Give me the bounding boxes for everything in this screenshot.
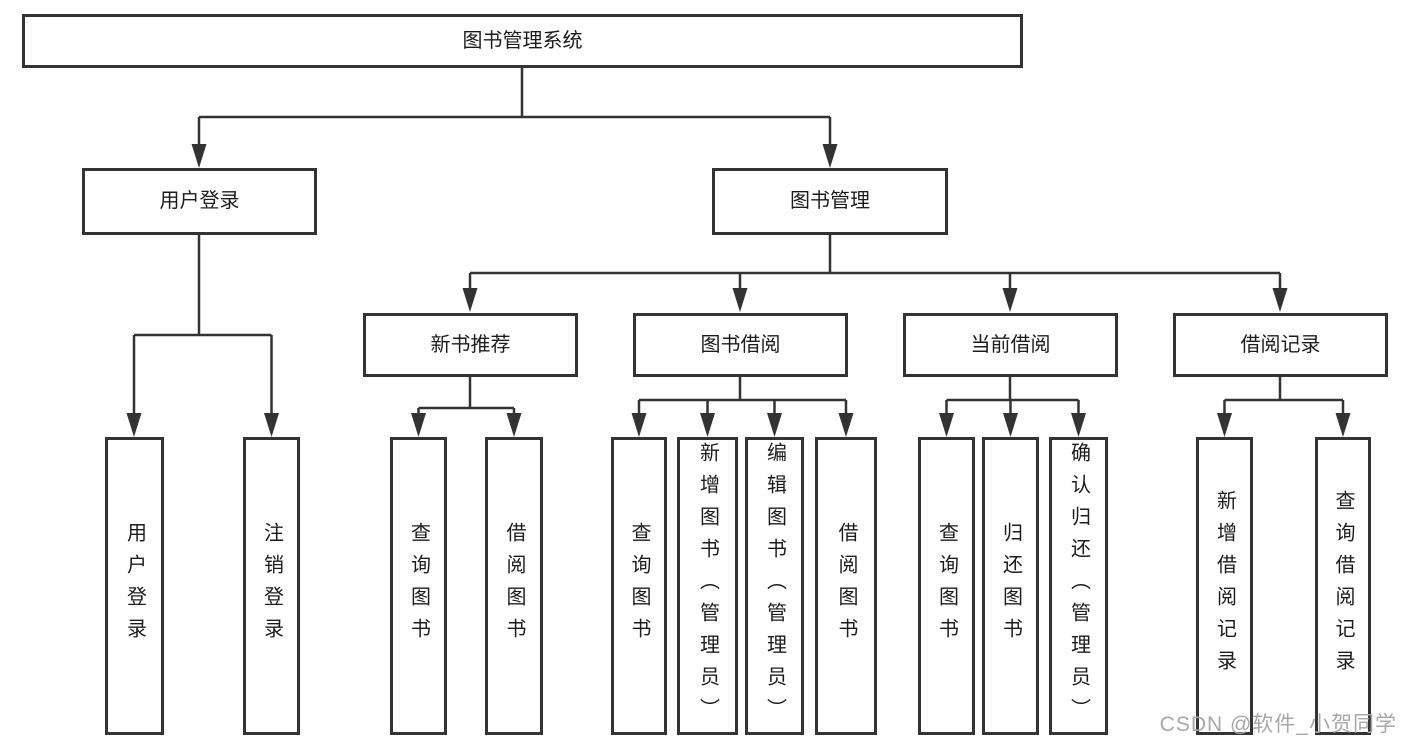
node-leaf-query-books-current: 查询图书 [918,437,975,735]
arrowhead [767,413,782,437]
connector-current-to-leaves [939,377,1086,437]
connector-book-management-to-modules [462,235,1288,312]
node-leaf-borrow-books-recommend: 借阅图书 [485,437,543,735]
leaf-label: 注销登录 [260,522,283,650]
leaf-label: 查询图书 [935,522,958,650]
arrowhead [462,288,478,312]
arrowhead [1272,288,1288,312]
arrowhead [264,413,279,437]
arrowhead [411,413,426,437]
node-leaf-add-book-admin: 新增图书（管理员） [677,437,738,735]
node-leaf-confirm-return-admin: 确认归还（管理员） [1049,437,1108,735]
node-leaf-add-borrow-record: 新增借阅记录 [1196,437,1253,735]
arrowhead [126,413,142,437]
leaf-label: 借阅图书 [835,522,857,650]
node-leaf-logout: 注销登录 [243,437,300,735]
node-leaf-borrow-books-borrowing: 借阅图书 [815,437,877,735]
arrowhead [700,413,715,437]
node-new-book-recommend: 新书推荐 [363,313,578,377]
node-leaf-user-login: 用户登录 [105,437,164,735]
connector-borrowing-to-leaves [631,377,854,437]
csdn-watermark: CSDN @软件_小贺同学 [1159,713,1397,736]
node-book-borrowing: 图书借阅 [633,313,848,377]
arrowhead [1335,413,1351,437]
leaf-label: 新增借阅记录 [1213,490,1236,682]
arrowhead [939,413,954,437]
leaf-label: 编辑图书（管理员） [763,442,786,730]
arrowhead [506,413,522,437]
arrowhead [1002,288,1018,312]
leaf-label: 新增图书（管理员） [696,442,719,730]
arrowhead [838,413,854,437]
node-library-system: 图书管理系统 [22,14,1023,68]
connector-user-login-to-leaves [126,235,279,437]
node-leaf-query-books-borrowing: 查询图书 [611,437,667,735]
connector-records-to-leaves [1217,377,1351,437]
node-book-management: 图书管理 [712,168,948,235]
arrowhead [1217,413,1232,437]
leaf-label: 归还图书 [999,522,1022,650]
leaf-label: 用户登录 [123,522,146,650]
arrowhead [631,413,647,437]
arrowhead [191,144,207,168]
node-leaf-edit-book-admin: 编辑图书（管理员） [745,437,804,735]
leaf-label: 借阅图书 [503,522,525,650]
node-user-login-branch: 用户登录 [82,168,317,235]
arrowhead [1071,413,1086,437]
node-leaf-query-books-recommend: 查询图书 [390,437,447,735]
node-leaf-return-books: 归还图书 [982,437,1039,735]
leaf-label: 查询图书 [628,522,650,650]
leaf-label: 查询图书 [407,522,430,650]
arrowhead [822,144,838,168]
connector-recommend-to-leaves [411,377,522,437]
node-current-borrowing: 当前借阅 [903,313,1118,377]
node-leaf-query-borrow-record: 查询借阅记录 [1315,437,1371,735]
leaf-label: 查询借阅记录 [1332,490,1354,682]
node-borrowing-records: 借阅记录 [1173,313,1388,377]
leaf-label: 确认归还（管理员） [1067,442,1090,730]
connector-root-to-branches [191,68,838,168]
arrowhead [732,288,748,312]
arrowhead [1003,413,1018,437]
